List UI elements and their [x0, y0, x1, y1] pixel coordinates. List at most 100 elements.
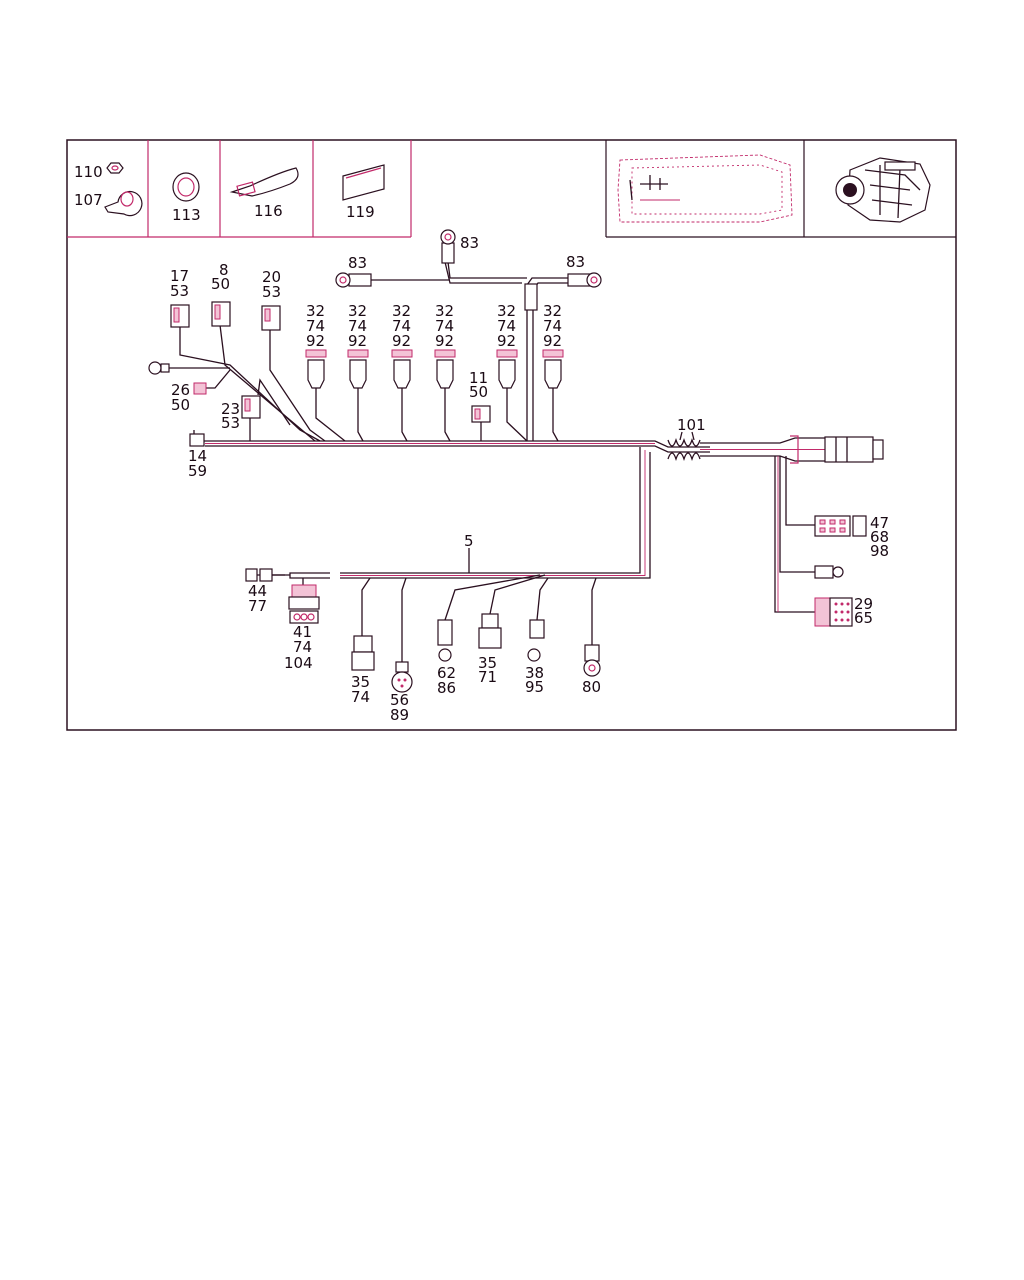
connector-35b-icon	[478, 613, 502, 649]
callout-32-3-c: 92	[392, 332, 411, 350]
relay-connector-icon	[814, 515, 867, 537]
callout-35b-b: 71	[478, 668, 497, 686]
main-connector	[790, 435, 884, 464]
callout-47-a: 47	[870, 514, 889, 532]
callout-29-a: 29	[854, 595, 873, 613]
header-part-boxes	[67, 140, 956, 238]
nut-icon	[106, 162, 124, 174]
callout-47-c: 98	[870, 542, 889, 560]
callout-11-a: 11	[469, 369, 488, 387]
connector-56-icon	[391, 661, 413, 693]
connector-26-icon	[193, 382, 207, 395]
callout-14-b: 59	[188, 462, 207, 480]
callout-35a-a: 35	[351, 673, 370, 691]
right-branches	[774, 456, 815, 613]
callout-26-a: 26	[171, 381, 190, 399]
engine-icon	[835, 157, 931, 223]
callout-32-5-a: 32	[497, 302, 516, 320]
connector-8-icon	[211, 301, 231, 327]
callout-20-b: 53	[262, 283, 281, 301]
pad-icon	[342, 164, 385, 201]
callout-23-a: 23	[221, 400, 240, 418]
connector-17-icon	[170, 304, 190, 328]
coil-connector-6-icon	[542, 349, 564, 389]
connector-11-icon	[471, 405, 491, 423]
ring-terminal-icon	[814, 565, 844, 579]
callout-26-b: 50	[171, 396, 190, 414]
sensor-83-top-icon	[440, 229, 456, 264]
callout-113: 113	[172, 206, 201, 224]
callout-32-3-b: 74	[392, 317, 411, 335]
diagram-frame	[66, 139, 957, 731]
callout-8-a: 8	[219, 261, 229, 279]
callout-32-1-c: 92	[306, 332, 325, 350]
connector-23-icon	[241, 395, 261, 419]
connector-14-icon	[189, 430, 205, 447]
callout-83-top: 83	[460, 234, 479, 252]
callout-32-3-a: 32	[392, 302, 411, 320]
callout-56-a: 56	[390, 691, 409, 709]
main-harness	[205, 437, 825, 579]
connector-41-icon	[288, 584, 320, 624]
callout-83-left: 83	[348, 254, 367, 272]
callout-83-right: 83	[566, 253, 585, 271]
callout-17-b: 53	[170, 282, 189, 300]
callout-35b-a: 35	[478, 654, 497, 672]
callout-80: 80	[582, 678, 601, 696]
callout-107: 107	[74, 191, 103, 209]
callout-20-a: 20	[262, 268, 281, 286]
lower-branches	[270, 574, 597, 662]
callout-38-b: 95	[525, 678, 544, 696]
callout-32-6-a: 32	[543, 302, 562, 320]
callout-35a-b: 74	[351, 688, 370, 706]
callout-32-2-c: 92	[348, 332, 367, 350]
coil-connector-3-icon	[391, 349, 413, 389]
sensor-83-right-icon	[567, 272, 602, 288]
coil-branches	[315, 388, 559, 442]
callout-23-b: 53	[221, 414, 240, 432]
callout-62-a: 62	[437, 664, 456, 682]
callout-32-6-c: 92	[543, 332, 562, 350]
callout-11-b: 50	[469, 383, 488, 401]
callout-32-5-c: 92	[497, 332, 516, 350]
connector-38-icon	[527, 619, 545, 662]
callout-32-4-a: 32	[435, 302, 454, 320]
callout-29-b: 65	[854, 609, 873, 627]
callout-32-1-b: 74	[306, 317, 325, 335]
vehicle-location-icon	[617, 154, 793, 223]
callout-17-a: 17	[170, 267, 189, 285]
multi-pin-connector-icon	[814, 597, 853, 627]
ring-terminal-left-icon	[148, 361, 170, 375]
callout-32-2-b: 74	[348, 317, 367, 335]
callout-14-a: 14	[188, 447, 207, 465]
callout-41-b: 74	[293, 638, 312, 656]
callout-41-a: 41	[293, 623, 312, 641]
connector-44-icon	[245, 568, 273, 582]
callout-119: 119	[346, 203, 375, 221]
callout-116: 116	[254, 202, 283, 220]
coil-connector-1-icon	[305, 349, 327, 389]
sensor-83-left-icon	[335, 272, 372, 288]
cable-tie-icon	[229, 167, 299, 197]
coil-connector-4-icon	[434, 349, 456, 389]
connector-62-icon	[437, 619, 453, 662]
left-branches	[165, 324, 326, 442]
callout-32-6-b: 74	[543, 317, 562, 335]
grommet-icon	[172, 172, 200, 202]
callout-32-1-a: 32	[306, 302, 325, 320]
callout-32-4-b: 74	[435, 317, 454, 335]
connector-80-icon	[583, 644, 601, 677]
callout-44-a: 44	[248, 582, 267, 600]
callout-8-b: 50	[211, 275, 230, 293]
coil-connector-5-icon	[496, 349, 518, 389]
callout-32-2-a: 32	[348, 302, 367, 320]
clamp-icon	[104, 190, 143, 217]
callout-44-b: 77	[248, 597, 267, 615]
callout-47-b: 68	[870, 528, 889, 546]
callout-38-a: 38	[525, 664, 544, 682]
connector-20-icon	[261, 305, 281, 331]
connector-35a-icon	[351, 635, 375, 671]
callout-32-5-b: 74	[497, 317, 516, 335]
callout-41-c: 104	[284, 654, 313, 672]
